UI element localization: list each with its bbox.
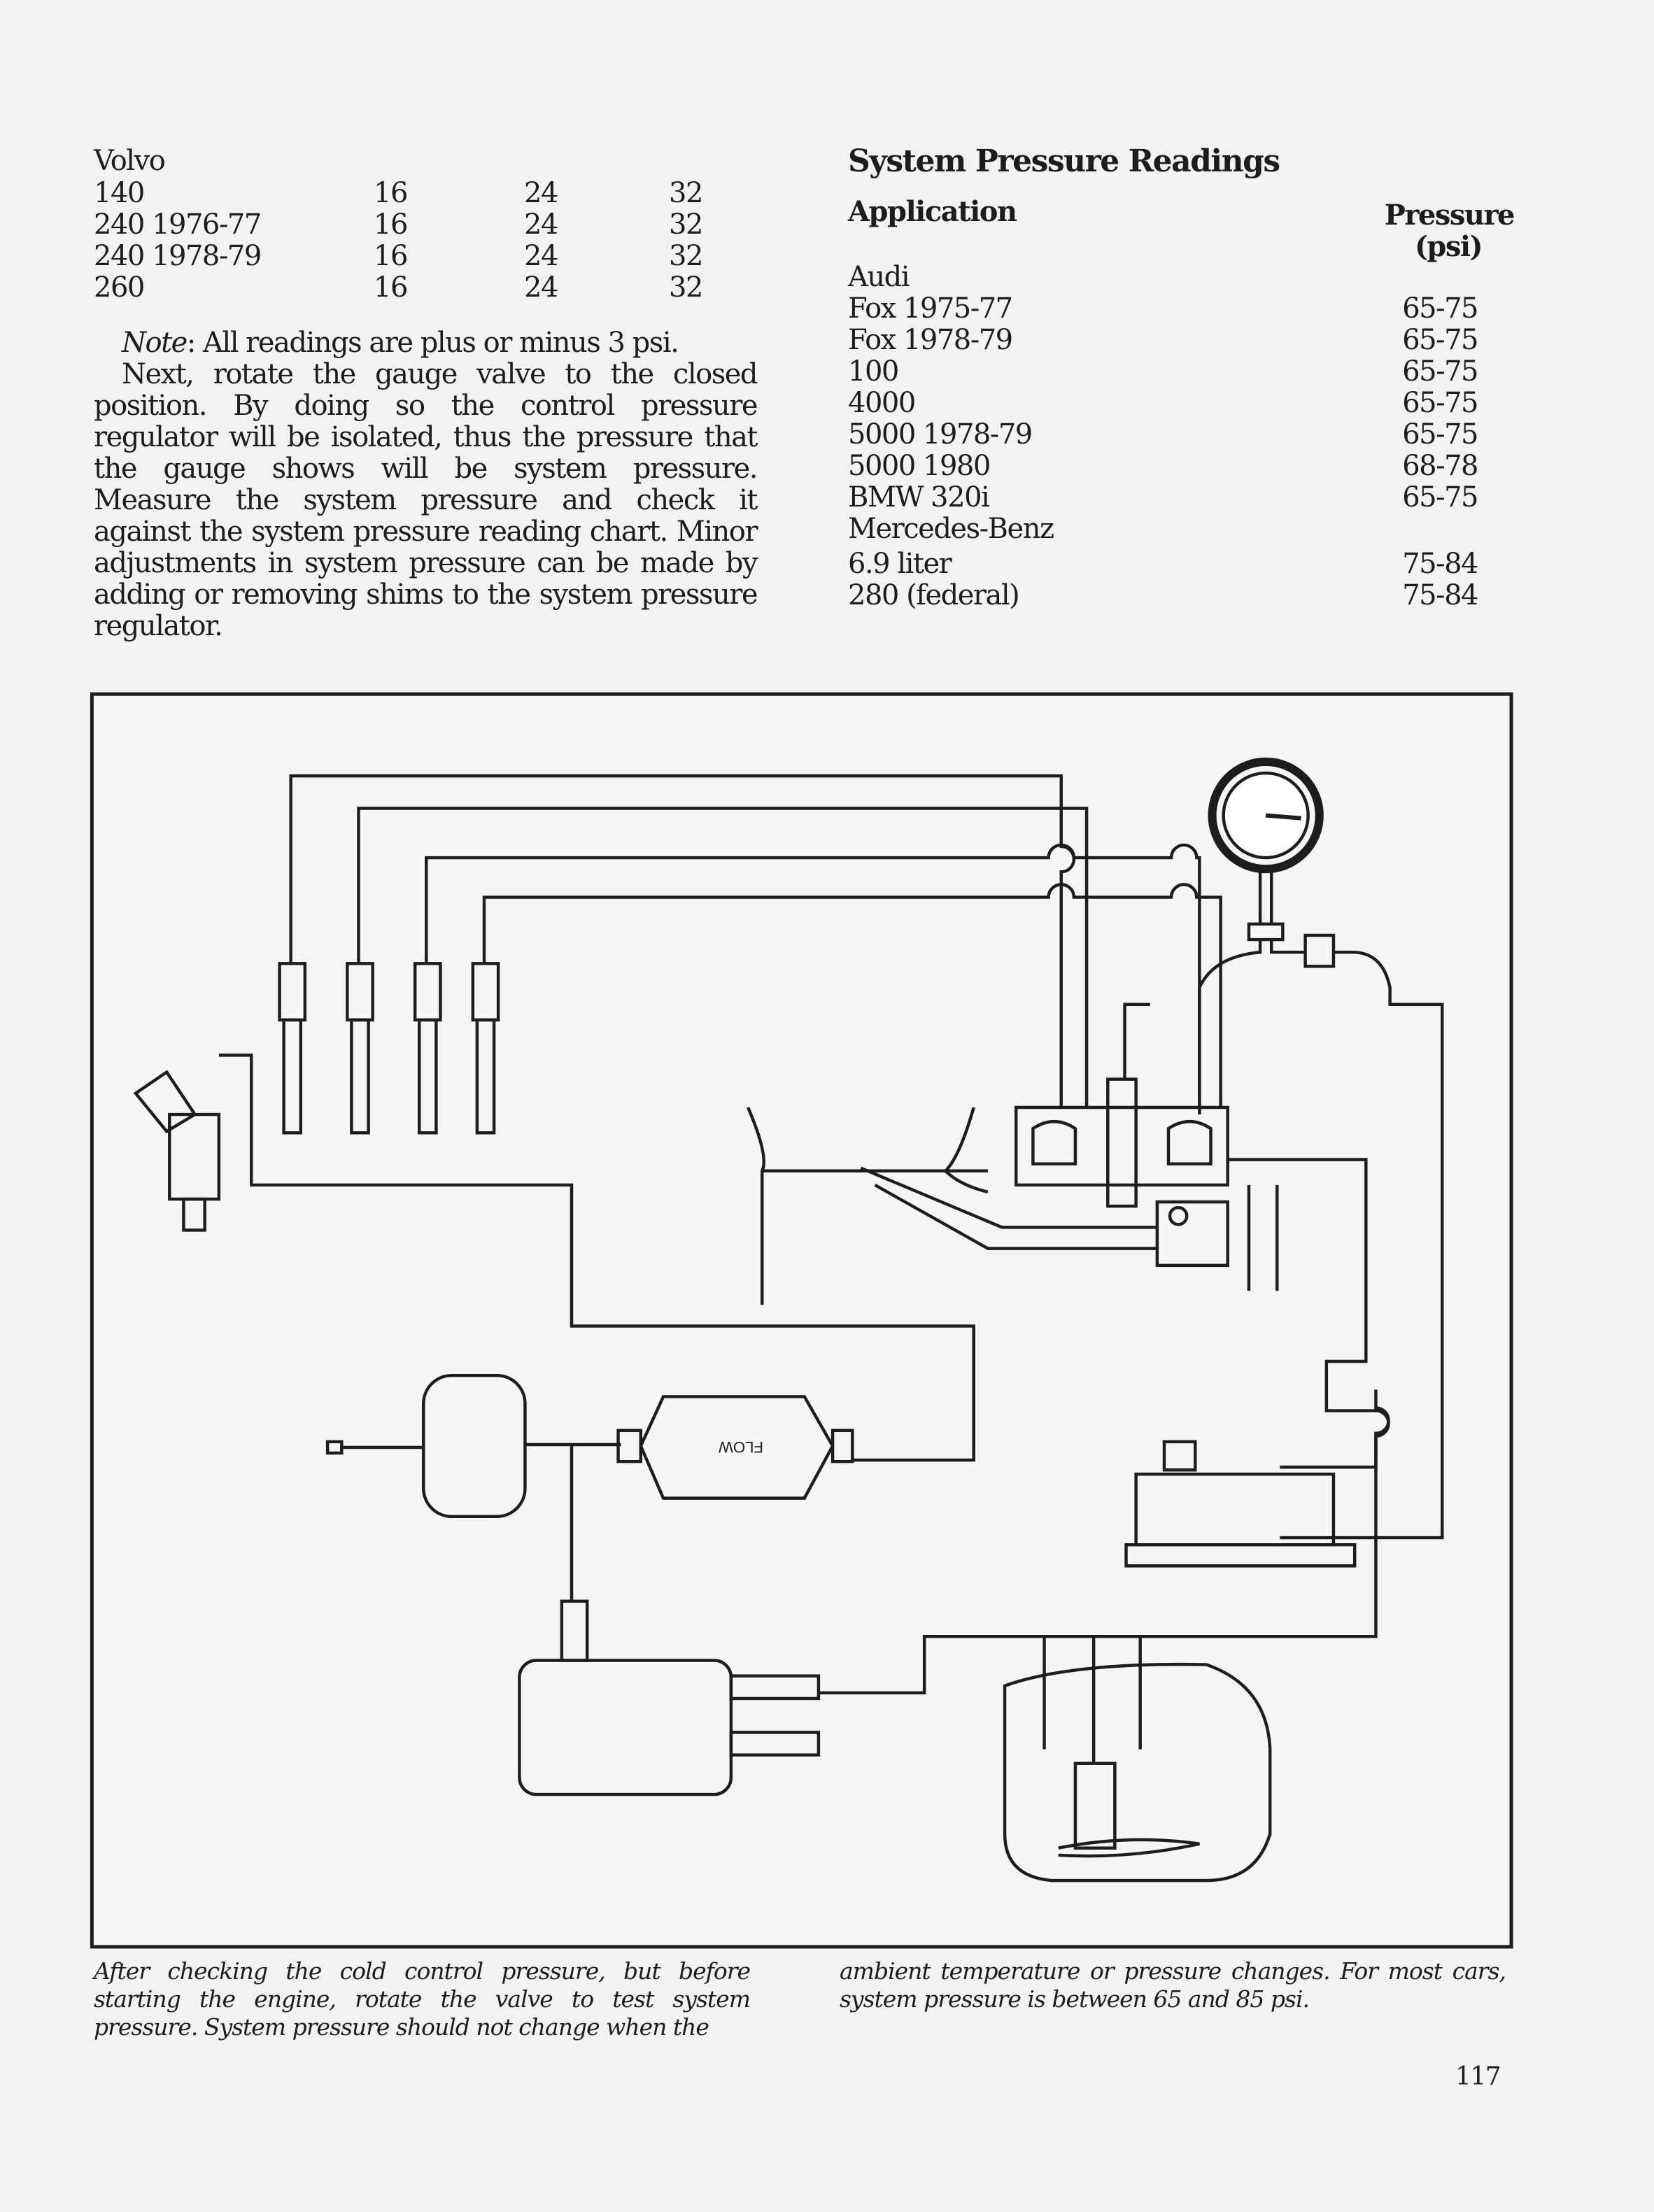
table-row: Fox 1978-79 65-75 (848, 324, 1478, 356)
value: 16 (374, 271, 408, 304)
diagram-frame (90, 692, 1513, 1949)
table-row: Fox 1975-77 65-75 (848, 292, 1478, 325)
pressure: 65-75 (1402, 292, 1478, 325)
injector-4 (471, 962, 500, 1135)
note-label: Note (122, 327, 188, 359)
accumulator (325, 1373, 621, 1601)
table-row: 240 1976-77 16 24 32 (94, 208, 709, 241)
value: 16 (374, 177, 408, 209)
volvo-heading: Volvo (94, 145, 166, 177)
pressure: 68-78 (1402, 450, 1478, 482)
col-header-unit: (psi) (1414, 230, 1483, 263)
control-pressure-regulator (1124, 1440, 1357, 1568)
col-header-application: Application (848, 195, 1017, 228)
fuel-pump (518, 1389, 1390, 1796)
application: BMW 320i (848, 481, 990, 513)
filter-flow-label: FLOW (719, 1438, 763, 1456)
value: 32 (669, 240, 703, 272)
fuel-tank (1003, 1635, 1272, 1883)
model: 140 (94, 177, 145, 209)
application: 4000 (848, 387, 916, 419)
pressure: 65-75 (1402, 324, 1478, 356)
value: 32 (669, 208, 703, 241)
application: Fox 1975-77 (848, 292, 1013, 325)
injector-1 (278, 962, 307, 1135)
col-header-pressure: Pressure (1384, 199, 1515, 232)
table-row: 240 1978-79 16 24 32 (94, 240, 709, 272)
value: 32 (669, 271, 703, 304)
application: Fox 1978-79 (848, 324, 1013, 356)
body-text: Note: All readings are plus or minus 3 p… (94, 327, 758, 642)
value: 16 (374, 208, 408, 241)
page-number: 117 (1455, 2062, 1501, 2091)
value: 16 (374, 240, 408, 272)
table-row: 4000 65-75 (848, 387, 1478, 419)
table-row: 5000 1980 68-78 (848, 450, 1478, 482)
application: 5000 1980 (848, 450, 991, 482)
fuel-filter: FLOW (616, 1395, 854, 1500)
application: 100 (848, 355, 899, 388)
pressure: 65-75 (1402, 418, 1478, 451)
model: 260 (94, 271, 145, 304)
table-row: 5000 1978-79 65-75 (848, 418, 1478, 451)
section-title: System Pressure Readings (848, 143, 1280, 179)
table-row: 280 (federal) 75-84 (848, 579, 1478, 611)
value: 24 (524, 208, 558, 241)
table-row: BMW 320i 65-75 (848, 481, 1478, 513)
table-row: 140 16 24 32 (94, 177, 709, 209)
pressure: 65-75 (1402, 355, 1478, 388)
table-row: 260 16 24 32 (94, 271, 709, 304)
injector-2 (346, 962, 374, 1135)
caption-left: After checking the cold control pressure… (94, 1957, 751, 2041)
body-paragraph: Next, rotate the gauge valve to the clos… (94, 358, 758, 642)
table-row: 6.9 liter 75-84 (848, 548, 1478, 580)
model: 240 1978-79 (94, 240, 262, 272)
value: 24 (524, 240, 558, 272)
injector-3 (413, 962, 442, 1135)
pressure-gauge-icon (1198, 757, 1444, 1540)
cold-start-valve (133, 1054, 975, 1462)
value: 24 (524, 177, 558, 209)
value: 32 (669, 177, 703, 209)
air-flow-sensor (747, 1107, 1279, 1305)
application: Mercedes-Benz (848, 513, 1054, 545)
pressure: 65-75 (1402, 481, 1478, 513)
pressure: 65-75 (1402, 387, 1478, 419)
table-row: 100 65-75 (848, 355, 1478, 388)
application: Audi (848, 261, 910, 293)
application: 6.9 liter (848, 548, 952, 580)
pressure: 75-84 (1402, 548, 1478, 580)
pressure: 75-84 (1402, 579, 1478, 611)
value: 24 (524, 271, 558, 304)
application: 5000 1978-79 (848, 418, 1033, 451)
table-row: Mercedes-Benz (848, 513, 1478, 545)
application: 280 (federal) (848, 579, 1020, 611)
injectors (278, 962, 500, 1135)
caption-right: ambient temperature or pressure changes.… (840, 1957, 1506, 2013)
injector-lines (289, 774, 1222, 1108)
model: 240 1976-77 (94, 208, 262, 241)
table-row: Audi (848, 261, 1478, 293)
note-text: : All readings are plus or minus 3 psi. (186, 327, 679, 359)
